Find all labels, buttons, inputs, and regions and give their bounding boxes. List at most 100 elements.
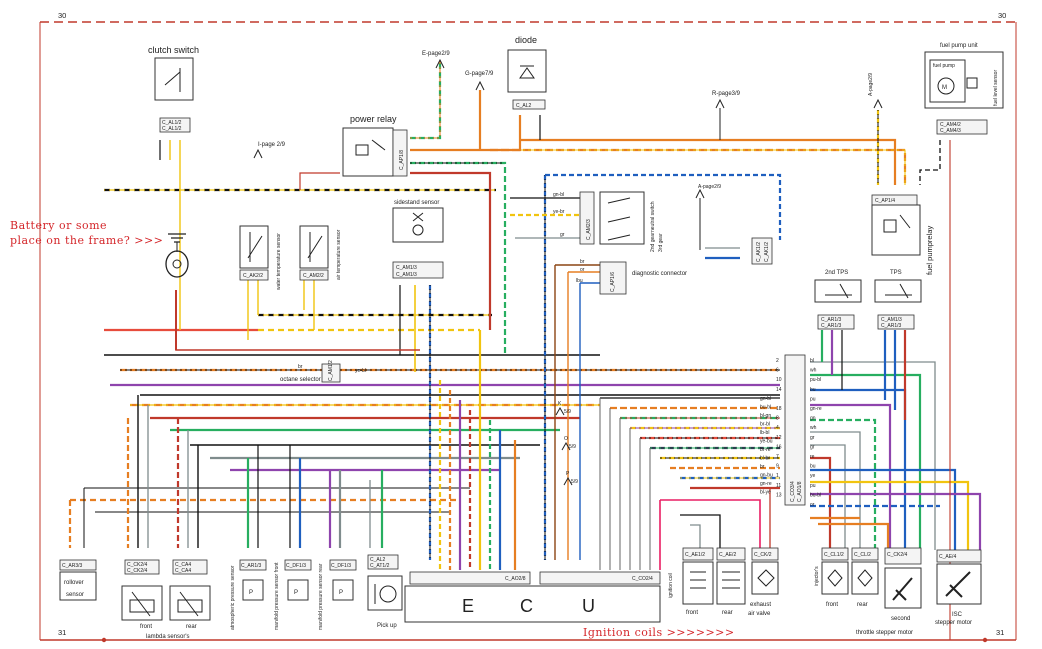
right-bus-pin: 1	[776, 473, 779, 479]
neutral-switch-label: neutral switch	[650, 201, 656, 232]
right-bus-wire-code: re	[810, 454, 815, 460]
neutral-wire-gr: gr	[560, 232, 565, 238]
injector-rear: C_CL/2 rear	[851, 547, 879, 608]
water-temperature-sensor: C_AK2/2 water temperature sensor	[239, 225, 282, 290]
sidestand-conn-label-2: C_AM1/3	[396, 272, 417, 278]
fuel-pump-relay-label: fuel pumprelay	[925, 226, 934, 275]
right-bus-pin: 10	[776, 377, 782, 383]
exhaust-label-1: exhaust	[750, 602, 771, 608]
mid-bus-wire-code: br	[760, 464, 765, 470]
octane-wire-br: br	[298, 364, 303, 370]
isc-label-2: stepper motor	[935, 620, 972, 626]
rail-label-31-right: 31	[996, 628, 1004, 637]
sidestand-sensor: sidestand sensor C_AM1/3 C_AM1/3	[392, 200, 444, 279]
manifold-front-label: manifold pressure sensor front	[274, 562, 280, 630]
right-bus-wire-code: pu-bl	[810, 377, 821, 383]
rollover-sensor: C_AR3/3 rollover sensor	[59, 559, 97, 601]
clutch-switch: clutch switch C_AL1/2 C_AL1/2	[148, 45, 199, 133]
page-ref-e-label: E-page2/9	[422, 51, 450, 57]
power-relay-label: power relay	[350, 114, 397, 124]
page-ref-i: I-page 2/9	[253, 142, 286, 159]
right-bus-wire-code: wh	[810, 368, 817, 374]
mid-bus-wire-code: ye-bu	[760, 439, 773, 445]
lambda-rear-conn-label: C_CA4	[175, 562, 191, 568]
page-ref-a2: A-page2/9	[695, 184, 721, 250]
ecu-letter-e: E	[462, 596, 474, 616]
diag-wire-br: br	[580, 259, 585, 265]
power-relay: power relay C_AP1/8	[342, 114, 408, 177]
fuel-pump-unit-label: fuel pump unit	[940, 43, 978, 49]
right-bus-wire-code: ye	[810, 473, 816, 479]
mid-bus-wire-code: bu-bl	[760, 405, 771, 411]
ign-front-conn-label: C_AE1/2	[685, 552, 705, 558]
right-bus-wire-code: pu	[810, 483, 816, 489]
tps-label: TPS	[890, 270, 902, 276]
water-conn-label: C_AK2/2	[243, 273, 263, 279]
page-ref-o: O 5/9	[561, 436, 576, 451]
air-temp-label: air temperature sensor	[336, 229, 342, 280]
svg-text:5/9: 5/9	[569, 444, 576, 450]
air-temperature-sensor: C_AM2/2 air temperature sensor	[299, 225, 342, 281]
tps-2nd: 2nd TPS C_AR1/3 C_AR1/3	[814, 270, 862, 330]
lambda-front-label: front	[140, 624, 152, 630]
inj-rear-conn-label: C_CL/2	[854, 552, 871, 558]
right-bus-wire-code: bl	[810, 358, 814, 364]
right-bus-wire-labels: bl2wh6pu-bl10bu14pugn-re18gn8wh4gr12gr16…	[776, 358, 822, 508]
water-temp-label: water temperature sensor	[276, 233, 282, 290]
right-bus-pin: 6	[776, 368, 779, 374]
clutch-conn-label-2: C_AL1/2	[162, 126, 182, 132]
ecu-letter-c: C	[520, 596, 533, 616]
clutch-conn-label: C_AL1/2	[162, 120, 182, 126]
svg-text:P: P	[249, 590, 253, 596]
right-bus-wire-code: gn-re	[810, 406, 822, 412]
mid-bus-wire-code: gn-bl	[760, 396, 771, 402]
mid-bus-wire-code: bl-gn	[760, 413, 771, 419]
diode-conn-label: C_AL2	[516, 103, 532, 109]
right-bus-pin: 12	[776, 435, 782, 441]
page-ref-a-label: A-page2/9	[868, 73, 874, 96]
ecu: C_AO2/8 C_CO2/4 E C U	[404, 571, 661, 623]
manifold-front-conn-label: C_DF1/3	[286, 563, 306, 569]
sidestand-sensor-label: sidestand sensor	[394, 200, 439, 206]
right-bus-pin: 2	[776, 358, 779, 364]
ak-conn-label: C_AK1/2	[756, 242, 762, 262]
rail-label-30-left: 30	[58, 11, 66, 20]
right-bus-pin: 7	[776, 454, 779, 460]
lambda-front-conn-label-2: C_CK2/4	[127, 568, 148, 574]
right-bus-pin: 9	[776, 464, 779, 470]
atm-pressure-label: atmospheric pressure sensor	[230, 565, 236, 630]
fuel-pump-relay-conn-label: C_AP1/4	[875, 198, 895, 204]
lambda-rear-label: rear	[186, 624, 197, 630]
right-bus-pin: 13	[776, 492, 782, 498]
neutral-wire-gnbl: gn-bl	[553, 192, 564, 198]
page-ref-a2-label: A-page2/9	[698, 184, 721, 190]
octane-conn-label: C_AM1/2	[328, 360, 334, 381]
battery-note-line1: Battery or some	[10, 219, 107, 232]
lambda-rear-conn-label-2: C_CA4	[175, 568, 191, 574]
page-ref-g-label: G-page7/9	[465, 71, 494, 77]
fuel-pump-conn-label-2: C_AM4/3	[940, 128, 961, 134]
mid-bus-wire-code: br-re	[760, 447, 771, 453]
rollover-conn-label: C_AR3/3	[62, 563, 83, 569]
right-bus-pin: 18	[776, 406, 782, 412]
manifold-rear-label: manifold pressure sensor rear	[318, 563, 324, 630]
diag-conn-label: C_AP1/6	[610, 272, 616, 292]
inj-front-conn-label: C_CL1/2	[824, 552, 844, 558]
pickup-conn-label-2: C_AT1/2	[370, 563, 390, 569]
second-throttle-stepper-motor: C_CK2/4 second throttle stepper motor	[856, 547, 922, 636]
ecu-letter-u: U	[582, 596, 595, 616]
right-bus-wire-code: gr	[810, 444, 815, 450]
lambda-sensor-rear: C_CA4 C_CA4 rear	[169, 559, 211, 630]
neutral-wire-yebr: ye-br	[553, 209, 565, 215]
ak-conn-label-2: C_AK1/2	[764, 242, 770, 262]
page-ref-i-label: I-page 2/9	[258, 142, 286, 148]
diagnostic-connector: C_AP1/6 diagnostic connector br or lbu	[576, 259, 687, 295]
gear-2nd-label: 2nd gear	[650, 232, 656, 252]
ecu-side-conn-label-2: C_AO1/8	[797, 481, 803, 502]
second-throttle-label-1: second	[891, 616, 910, 622]
rail-31: 31 31	[40, 22, 1017, 643]
manifold-pressure-sensor-front: C_DF1/3 P manifold pressure sensor front	[274, 559, 312, 630]
injectors-label: injector's	[814, 566, 820, 586]
neutral-switch: C_AM2/3 neutral switch 2nd gear 3rd gear…	[553, 191, 664, 252]
